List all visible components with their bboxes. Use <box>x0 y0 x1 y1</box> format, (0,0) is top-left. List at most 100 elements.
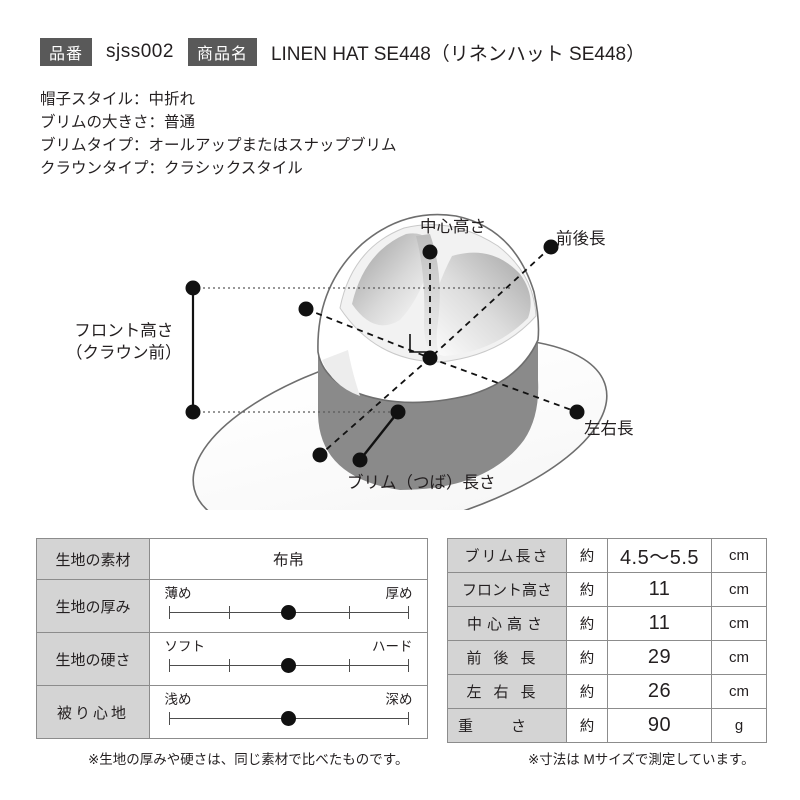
label-left-right-length: 左右長 <box>584 420 634 438</box>
hat-crown-shade <box>322 350 360 396</box>
point-front-back-front <box>312 447 328 463</box>
measure-line-left-right-upper <box>305 308 431 359</box>
approx-symbol: 約 <box>566 708 608 743</box>
scale-tick <box>407 606 409 619</box>
point-center-height-top <box>422 244 438 260</box>
spec-line-crown-type: クラウンタイプ：クラシックスタイル <box>40 160 303 177</box>
hat-dent-right <box>426 252 531 356</box>
value-front-height: 11 <box>607 572 712 607</box>
point-brim-outer <box>352 452 368 468</box>
product-code-value: sjss002 <box>92 38 188 66</box>
value-brim-length: 4.5〜5.5 <box>607 538 712 573</box>
scale-low-label: 薄め <box>164 586 192 601</box>
unit-left-right: cm <box>711 674 767 709</box>
scale-hardness: ソフト ハード <box>165 633 413 685</box>
scale-tick <box>348 606 350 619</box>
approx-symbol: 約 <box>566 572 608 607</box>
approx-symbol: 約 <box>566 674 608 709</box>
point-left-right-left <box>298 301 314 317</box>
unit-brim-length: cm <box>711 538 767 573</box>
value-weight: 90 <box>607 708 712 743</box>
product-header: 品番 sjss002 商品名 LINEN HAT SE448（リネンハット SE… <box>40 38 660 66</box>
scale-fit: 浅め 深め <box>165 686 413 738</box>
label-brim-length: ブリム（つば）長さ <box>347 474 496 492</box>
row-value-material: 布帛 <box>149 538 428 580</box>
scale-thickness: 薄め 厚め <box>165 580 413 632</box>
label-center-height: 中心高さ <box>420 218 486 236</box>
value-left-right: 26 <box>607 674 712 709</box>
hat-illustration-svg <box>185 213 608 510</box>
table-row: 中心高さ 約 11 cm <box>447 606 767 641</box>
row-label-front-height: フロント高さ <box>447 572 567 607</box>
hat-measurement-diagram: 中心高さ 前後長 左右長 ブリム（つば）長さ フロント高さ （クラウン前） <box>0 190 800 510</box>
table-row: 生地の硬さ ソフト ハード <box>36 632 428 686</box>
row-label-weight: 重さ <box>447 708 567 743</box>
hat-dent-left <box>352 233 432 326</box>
unit-weight: g <box>711 708 767 743</box>
row-label-center-height: 中心高さ <box>447 606 567 641</box>
approx-symbol: 約 <box>566 538 608 573</box>
point-left-right-right <box>569 404 585 420</box>
hat-band <box>318 340 539 490</box>
unit-front-height: cm <box>711 572 767 607</box>
scale-high-label: 深め <box>385 692 413 707</box>
point-front-height-top <box>185 280 201 296</box>
label-front-back-length: 前後長 <box>556 230 606 248</box>
point-front-height-bottom <box>185 404 201 420</box>
note-measure: ※寸法は Mサイズで測定しています。 <box>528 752 755 767</box>
row-value-fit: 浅め 深め <box>149 685 428 739</box>
table-row: 重さ 約 90 g <box>447 708 767 743</box>
spec-line-style: 帽子スタイル：中折れ <box>40 91 196 108</box>
scale-low-label: ソフト <box>164 639 206 654</box>
row-label-brim-length: ブリム長さ <box>447 538 567 573</box>
row-label-material: 生地の素材 <box>36 538 150 580</box>
right-angle-mark <box>409 334 428 353</box>
table-row: フロント高さ 約 11 cm <box>447 572 767 607</box>
scale-marker <box>281 605 296 620</box>
unit-front-back: cm <box>711 640 767 675</box>
scale-high-label: 厚め <box>385 586 413 601</box>
value-center-height: 11 <box>607 606 712 641</box>
measure-line-left-right-lower <box>429 357 578 413</box>
label-front-height-line1: フロント高さ <box>74 322 174 340</box>
table-row: 前後長 約 29 cm <box>447 640 767 675</box>
label-front-height: フロント高さ （クラウン前） <box>66 320 182 364</box>
row-value-thickness: 薄め 厚め <box>149 579 428 633</box>
scale-high-label: ハード <box>372 639 413 654</box>
point-front-back-rear <box>543 239 559 255</box>
table-row: 左右長 約 26 cm <box>447 674 767 709</box>
row-label-front-back: 前後長 <box>447 640 567 675</box>
hat-crease <box>416 234 442 360</box>
product-name-value: LINEN HAT SE448（リネンハット SE448） <box>256 38 660 66</box>
row-label-fit: 被り心地 <box>36 685 150 739</box>
measure-line-front-back-upper <box>429 246 552 359</box>
row-value-hardness: ソフト ハード <box>149 632 428 686</box>
scale-tick <box>348 659 350 672</box>
scale-marker <box>281 711 296 726</box>
point-crown-center <box>422 350 438 366</box>
product-name-label: 商品名 <box>187 38 257 66</box>
row-label-left-right: 左右長 <box>447 674 567 709</box>
row-label-thickness: 生地の厚み <box>36 579 150 633</box>
spec-line-brim-size: ブリムの大きさ：普通 <box>40 114 196 131</box>
scale-tick <box>407 659 409 672</box>
measure-line-front-back-lower <box>319 357 431 456</box>
scale-low-label: 浅め <box>164 692 192 707</box>
measure-line-brim <box>359 411 399 461</box>
note-fabric: ※生地の厚みや硬さは、同じ素材で比べたものです。 <box>88 752 409 767</box>
scale-tick <box>168 712 170 725</box>
fabric-properties-table: 生地の素材 布帛 生地の厚み 薄め 厚め 生地の硬さ <box>36 538 428 739</box>
table-row: 被り心地 浅め 深め <box>36 685 428 739</box>
product-code-label: 品番 <box>40 38 93 66</box>
material-value: 布帛 <box>272 552 304 569</box>
unit-center-height: cm <box>711 606 767 641</box>
fabric-table-body: 生地の素材 布帛 生地の厚み 薄め 厚め 生地の硬さ <box>36 538 428 739</box>
row-label-hardness: 生地の硬さ <box>36 632 150 686</box>
scale-marker <box>281 658 296 673</box>
label-front-height-line2: （クラウン前） <box>66 344 182 362</box>
approx-symbol: 約 <box>566 606 608 641</box>
measurements-table: ブリム長さ 約 4.5〜5.5 cm フロント高さ 約 11 cm 中心高さ 約… <box>447 538 767 743</box>
scale-tick <box>168 606 170 619</box>
table-row: 生地の素材 布帛 <box>36 538 428 580</box>
table-row: ブリム長さ 約 4.5〜5.5 cm <box>447 538 767 573</box>
